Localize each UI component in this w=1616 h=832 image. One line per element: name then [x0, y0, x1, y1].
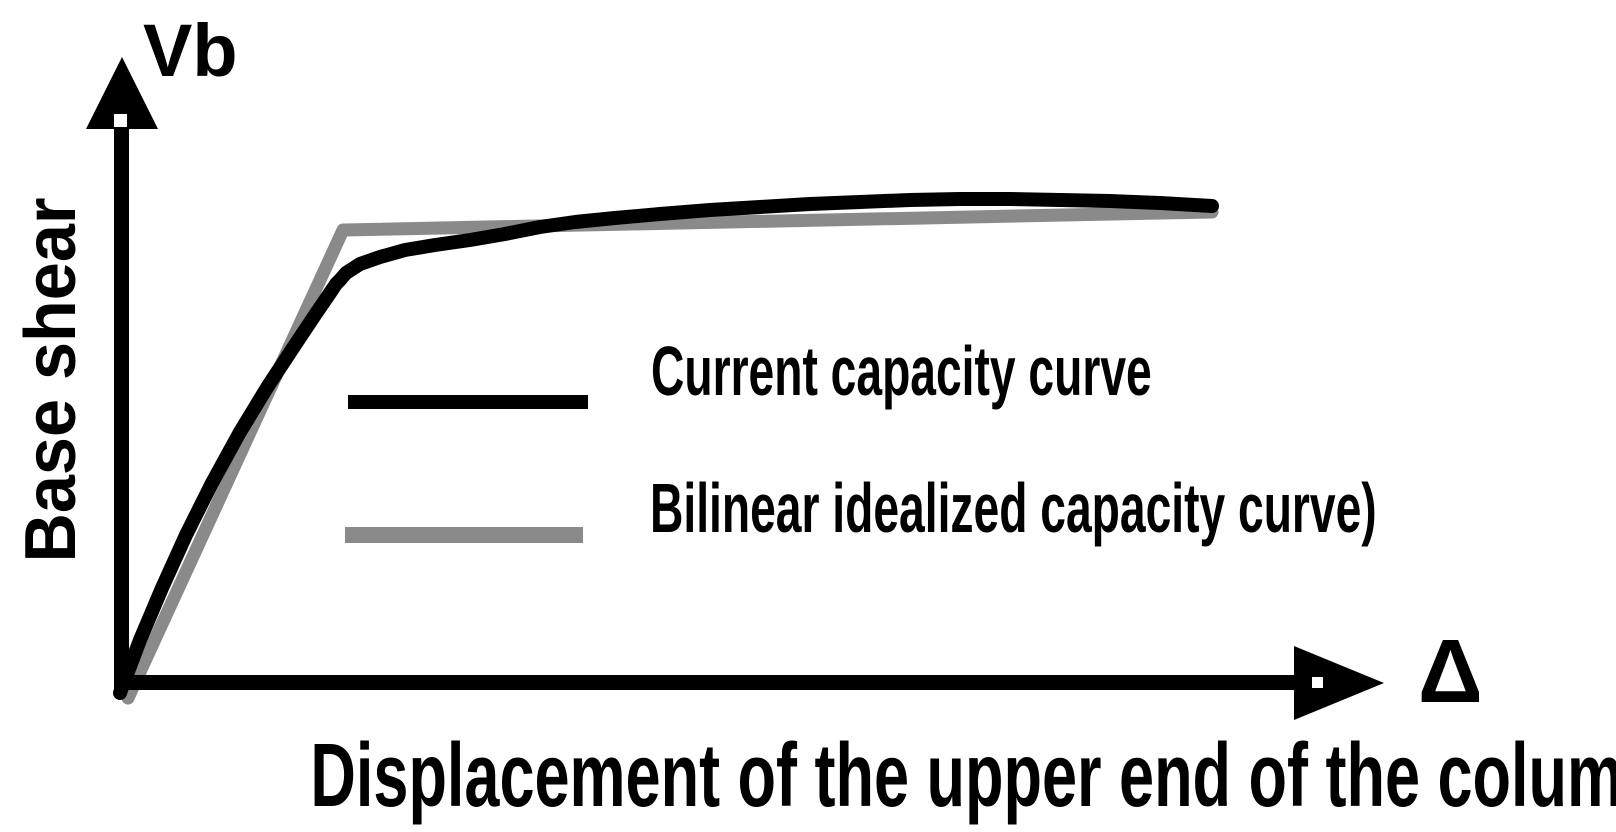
- curves-group: [113, 192, 1219, 705]
- x-axis-label: Displacement of the upper end of the col…: [310, 726, 1616, 826]
- legend-swatch-current-curve: [348, 395, 588, 409]
- legend-label-bilinear-curve: Bilinear idealized capacity curve): [650, 469, 1377, 547]
- y-axis-line: [114, 120, 129, 690]
- y-axis-endpoint-handle: [114, 114, 127, 127]
- y-axis-label: Base shear: [11, 197, 91, 563]
- x-axis-endpoint-handle: [1312, 677, 1323, 688]
- legend-label-current-curve: Current capacity curve: [651, 332, 1152, 410]
- y-axis-arrowhead: [86, 57, 158, 129]
- legend-swatch-bilinear-curve: [345, 527, 583, 543]
- x-axis-symbol: Δ: [1418, 622, 1483, 722]
- series-current-capacity-curve: [113, 192, 1219, 700]
- y-axis-symbol: Vb: [143, 9, 238, 92]
- x-axis-line: [114, 675, 1312, 690]
- series-bilinear-idealized-capacity-curve: [121, 205, 1219, 705]
- x-axis-arrowhead: [1294, 646, 1384, 720]
